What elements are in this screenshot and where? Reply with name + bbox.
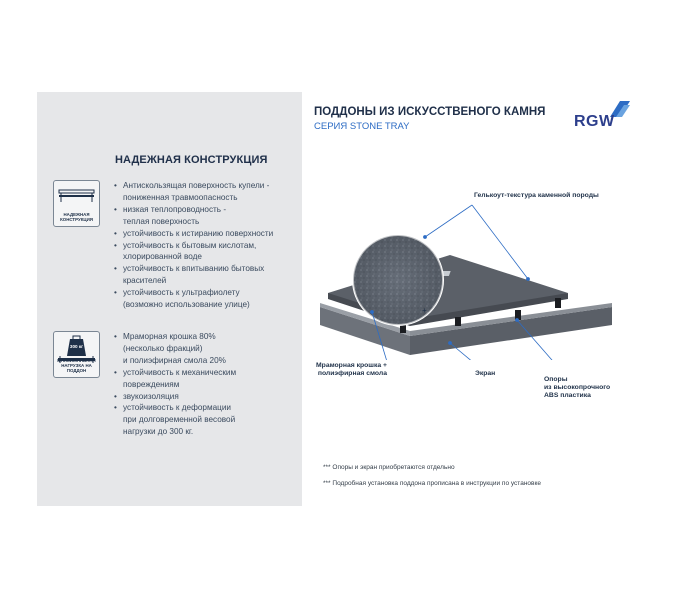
badge-caption: МАКСИМАЛЬНАЯ НАГРУЗКА НА ПОДДОН <box>54 358 99 373</box>
section-heading: НАДЕЖНАЯ КОНСТРУКЦИЯ <box>115 154 268 166</box>
weight-load-icon <box>58 335 95 363</box>
list-item: (несколько фракций) <box>123 343 203 353</box>
svg-text:+: + <box>422 306 427 315</box>
list-item: и полиэфирная смола 20% <box>123 355 226 365</box>
product-series: СЕРИЯ STONE TRAY <box>314 121 410 132</box>
list-item: устойчивость к бытовым кислотам, <box>114 240 294 252</box>
max-load-badge: 300 кг МАКСИМАЛЬНАЯ НАГРУЗКА НА ПОДДОН <box>53 331 100 378</box>
list-item: теплая поверхность <box>123 216 200 226</box>
callout-texture: Гелькоут-текстура каменной породы <box>474 192 599 199</box>
list-item: устойчивость к деформации <box>114 402 294 414</box>
brand-logo-icon <box>610 101 630 117</box>
badge-caption-line: НАДЕЖНАЯ <box>63 212 90 217</box>
list-item: Мраморная крошка 80% <box>114 331 294 343</box>
list-item: нагрузки до 300 кг. <box>123 427 194 437</box>
brand-name: RGW <box>574 113 615 130</box>
material-feature-list: Мраморная крошка 80% (несколько фракций)… <box>114 331 294 438</box>
weight-label: 300 кг <box>69 344 84 349</box>
callout-line: полиэфирная смола <box>317 370 387 377</box>
shower-tray-illustration: + <box>320 204 612 360</box>
badge-caption-line: КОНСТРУКЦИЯ <box>60 217 93 222</box>
product-title: ПОДДОНЫ ИЗ ИСКУССТВЕНОГО КАМНЯ <box>314 106 546 118</box>
callout-line: ABS пластика <box>544 392 591 399</box>
list-item: красителей <box>123 276 167 286</box>
list-item: низкая теплопроводность - <box>114 204 294 216</box>
list-item: устойчивость к механическим <box>114 367 294 379</box>
screen-panel-right <box>410 307 612 355</box>
screen-top-left <box>320 303 410 336</box>
callout-marble: Мраморная крошка + полиэфирная смола <box>300 362 387 378</box>
screen-top-right <box>410 303 612 336</box>
list-item: хлорированной воде <box>123 252 202 262</box>
callout-supports: Опоры из высокопрочного ABS пластика <box>544 376 624 400</box>
brand-logo: RGW <box>574 99 630 133</box>
list-item: (возможно использование улице) <box>123 300 250 310</box>
badge-caption-line: НАГРУЗКА НА ПОДДОН <box>61 363 92 373</box>
list-item: при долговременной весовой <box>123 415 236 425</box>
callout-line: Опоры <box>544 376 568 383</box>
list-item: устойчивость к истиранию поверхности <box>114 228 294 240</box>
construction-feature-list: Антискользящая поверхность купели - пони… <box>114 180 294 311</box>
construction-badge: НАДЕЖНАЯ КОНСТРУКЦИЯ <box>53 180 100 227</box>
list-item: повреждениям <box>123 379 180 389</box>
list-item: звукоизоляция <box>114 391 294 403</box>
list-item: пониженная травмоопасность <box>123 192 238 202</box>
screen-panel-left <box>320 307 410 355</box>
badge-caption: НАДЕЖНАЯ КОНСТРУКЦИЯ <box>54 212 99 222</box>
badge-caption-line: МАКСИМАЛЬНАЯ <box>57 358 96 363</box>
callout-screen: Экран <box>475 370 496 377</box>
footnote: *** Подробная установка поддона прописан… <box>323 480 542 487</box>
list-item: Антискользящая поверхность купели - <box>114 180 294 192</box>
shelf-construction-icon <box>58 189 95 202</box>
list-item: устойчивость к ультрафиолету <box>114 287 294 299</box>
callout-line: из высокопрочного <box>544 384 611 391</box>
list-item: устойчивость к впитыванию бытовых <box>114 263 294 275</box>
supports <box>400 298 561 333</box>
callout-line: Мраморная крошка + <box>316 362 387 369</box>
footnote: *** Опоры и экран приобретаются отдельно <box>323 464 455 471</box>
